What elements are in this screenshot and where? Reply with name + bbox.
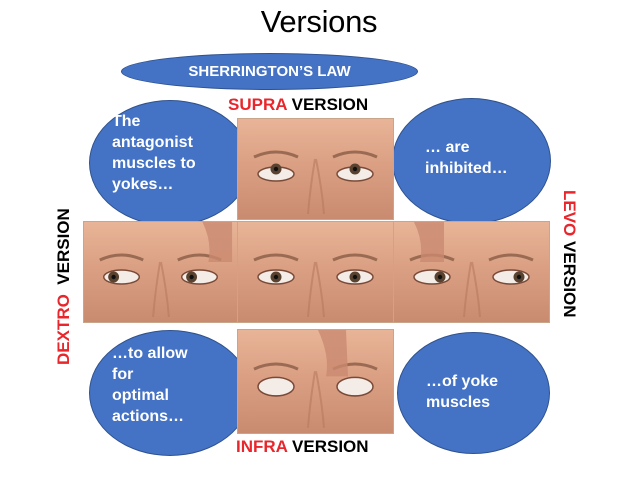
nose-mark (307, 158, 325, 215)
finger-mark (414, 222, 444, 262)
bubble-text: The antagonist muscles to yokes… (112, 113, 196, 193)
levo-version-label: LEVO VERSION (559, 190, 579, 318)
bubble-yoke-muscles: …of yoke muscles (397, 332, 550, 454)
bubble-to-allow: …to allow for optimal actions… (89, 330, 251, 456)
bubble-text: …of yoke muscles (426, 373, 499, 411)
eye-mark (336, 376, 374, 397)
eye-mark (336, 269, 374, 285)
dextro-version-label: DEXTRO VERSION (54, 208, 74, 365)
levo-version-word: VERSION (560, 236, 579, 318)
down-gaze-photo (237, 329, 394, 434)
infra-version-label: INFRA VERSION (236, 437, 369, 457)
dextro-version-word: VERSION (54, 208, 73, 295)
dextro-word: DEXTRO (54, 294, 73, 365)
eye-mark (492, 269, 530, 285)
eyebrow-mark (253, 150, 299, 159)
levo-word: LEVO (560, 190, 579, 237)
eyebrow-mark (253, 253, 299, 262)
eye-illustration (253, 253, 378, 318)
eyebrow-mark (99, 253, 144, 262)
finger-mark (318, 330, 348, 377)
finger-mark (202, 222, 233, 262)
eye-illustration (99, 222, 233, 318)
eyebrow-mark (253, 362, 299, 371)
bubble-text: … are inhibited… (425, 139, 508, 177)
supra-version-label: SUPRA VERSION (228, 95, 368, 115)
eyebrow-mark (332, 253, 378, 262)
eye-illustration (253, 150, 378, 215)
infra-word: INFRA (236, 437, 288, 456)
sherrington-law-banner: SHERRINGTON’S LAW (121, 53, 418, 90)
nose-mark (463, 261, 481, 318)
slide-title: Versions (260, 4, 378, 39)
primary-gaze-photo (237, 221, 394, 323)
left-gaze-photo (393, 221, 550, 323)
nose-mark (307, 261, 325, 318)
eye-mark (257, 163, 295, 182)
eye-mark (336, 163, 374, 182)
eye-mark (257, 376, 295, 397)
right-gaze-photo (83, 221, 238, 323)
eye-mark (413, 269, 451, 285)
supra-version-word: VERSION (286, 95, 369, 114)
bubble-text: …to allow for optimal actions… (112, 345, 188, 425)
nose-mark (152, 261, 170, 318)
eyebrow-mark (488, 253, 534, 262)
nose-mark (307, 370, 325, 428)
bubble-are-inhibited: … are inhibited… (392, 98, 551, 224)
bubble-antagonist-muscles: The antagonist muscles to yokes… (89, 100, 251, 226)
eye-illustration (409, 222, 534, 318)
infra-version-word: VERSION (287, 437, 369, 456)
eye-illustration (253, 330, 378, 428)
supra-word: SUPRA (228, 95, 287, 114)
up-gaze-photo (237, 118, 394, 220)
eye-mark (257, 269, 295, 285)
eye-mark (180, 269, 218, 285)
eyebrow-mark (332, 150, 378, 159)
eye-mark (103, 269, 141, 285)
